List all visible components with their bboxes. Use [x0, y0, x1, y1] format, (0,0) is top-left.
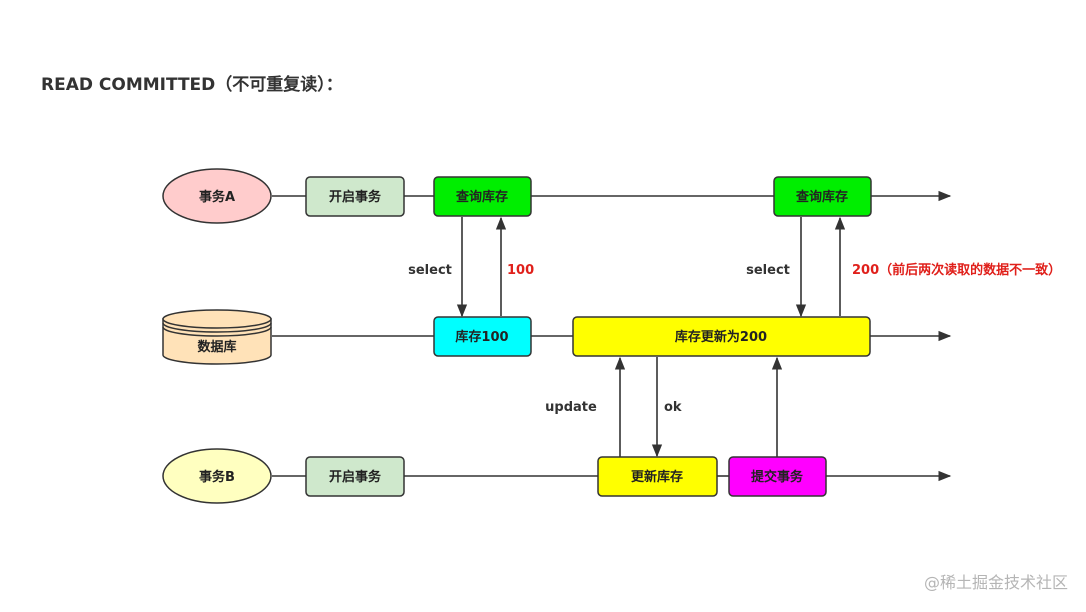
svg-text:开启事务: 开启事务 — [329, 189, 382, 205]
svg-text:事务B: 事务B — [199, 469, 235, 485]
node-query-stock-1: 查询库存 — [433, 176, 532, 217]
svg-text:提交事务: 提交事务 — [751, 469, 804, 485]
svg-text:数据库: 数据库 — [197, 339, 236, 355]
node-stock-200: 库存更新为200 — [572, 316, 871, 357]
node-query-stock-2: 查询库存 — [773, 176, 872, 217]
svg-text:查询库存: 查询库存 — [455, 189, 508, 205]
node-stock-100: 库存100 — [433, 316, 532, 357]
label-select-1: select — [408, 263, 452, 278]
node-tx-b: 事务B — [162, 448, 272, 504]
node-begin-tx-a: 开启事务 — [305, 176, 405, 217]
svg-text:库存更新为200: 库存更新为200 — [675, 329, 767, 345]
svg-text:更新库存: 更新库存 — [631, 469, 683, 485]
node-commit-tx: 提交事务 — [728, 456, 827, 497]
watermark: @稀土掘金技术社区 — [924, 573, 1068, 592]
node-begin-tx-b: 开启事务 — [305, 456, 405, 497]
label-result-200: 200（前后两次读取的数据不一致） — [852, 262, 1061, 278]
label-ok: ok — [664, 400, 682, 415]
svg-text:库存100: 库存100 — [455, 329, 508, 345]
label-update: update — [545, 400, 597, 415]
svg-text:查询库存: 查询库存 — [795, 189, 848, 205]
label-result-100: 100 — [507, 263, 534, 278]
svg-text:开启事务: 开启事务 — [329, 469, 382, 485]
node-tx-a: 事务A — [162, 168, 272, 224]
label-select-2: select — [746, 263, 790, 278]
page-title: READ COMMITTED（不可重复读）： — [41, 74, 343, 95]
node-update-stock: 更新库存 — [597, 456, 718, 497]
node-database: 数据库 — [162, 309, 272, 365]
svg-text:事务A: 事务A — [199, 189, 235, 205]
